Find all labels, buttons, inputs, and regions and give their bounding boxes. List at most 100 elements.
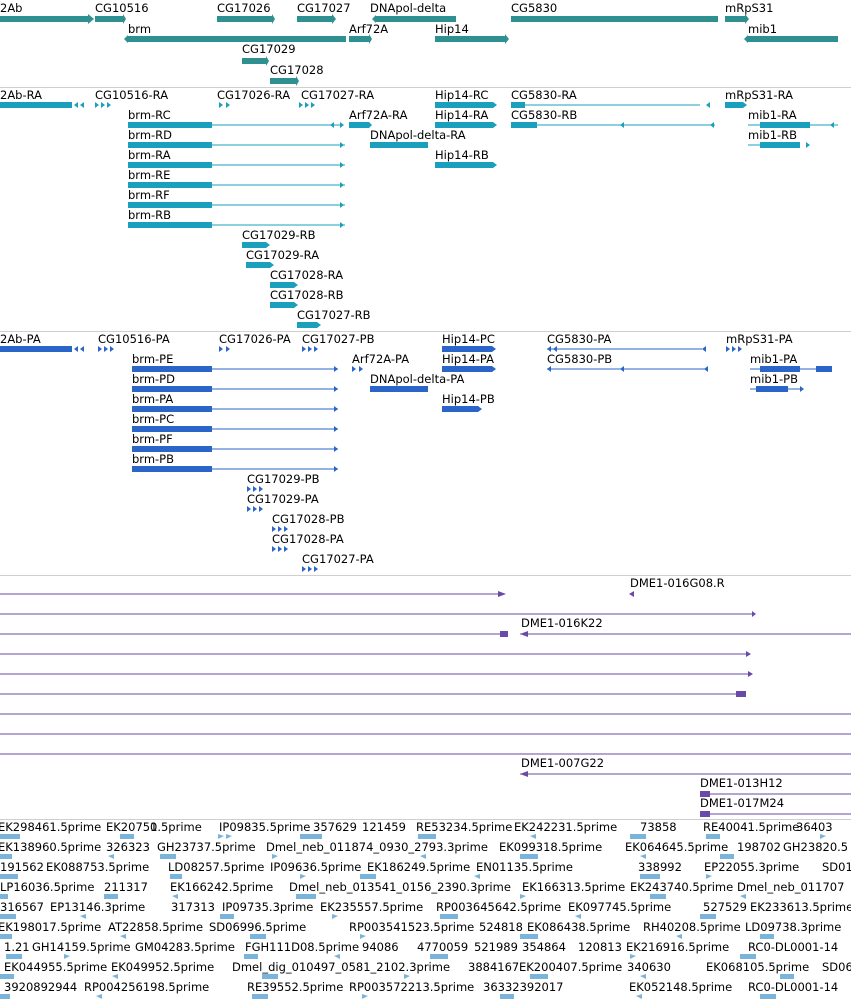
clone-label[interactable]: DME1-007G22	[521, 756, 605, 770]
est-label[interactable]: 524818	[479, 920, 523, 934]
protein-label[interactable]: CG5830-PB	[547, 352, 613, 366]
transcript-label[interactable]: Arf72A-RA	[349, 108, 408, 122]
protein-label[interactable]: mRpS31-PA	[726, 332, 793, 346]
est-label[interactable]: 527529	[703, 900, 747, 914]
est-label[interactable]: EK200407.5prime	[519, 960, 623, 974]
est-label[interactable]: RP003572213.5prime	[349, 980, 475, 994]
clone-label[interactable]: DME1-016K22	[521, 616, 603, 630]
protein-label[interactable]: mib1-PA	[750, 352, 798, 366]
est-label[interactable]: 94086	[362, 940, 399, 954]
gene-label-hip14[interactable]: Hip14	[435, 22, 469, 36]
est-label[interactable]: IP09735.3prime	[222, 900, 314, 914]
est-label[interactable]: 73858	[640, 820, 677, 834]
clone-label[interactable]: DME1-013H12	[700, 776, 783, 790]
protein-label[interactable]: brm-PF	[132, 432, 173, 446]
est-label[interactable]: LD09738.3prime	[745, 920, 842, 934]
est-label[interactable]: 198702	[737, 840, 781, 854]
est-label[interactable]: Dmel_neb_013541_0156_2390.3prime	[289, 880, 511, 894]
est-label[interactable]: EK138960.5prime	[0, 840, 102, 854]
est-label[interactable]: SD06	[822, 960, 851, 974]
gene-label-cg17027[interactable]: CG17027	[297, 1, 351, 15]
est-label[interactable]: EK049952.5prime	[111, 960, 215, 974]
est-label[interactable]: LD08257.5prime	[168, 860, 265, 874]
est-label[interactable]: 521989	[474, 940, 518, 954]
est-label[interactable]: 326323	[106, 840, 150, 854]
est-label[interactable]: 1.21	[4, 940, 30, 954]
est-label[interactable]: EK298461.5prime	[0, 820, 102, 834]
est-label[interactable]: 354864	[522, 940, 566, 954]
est-label[interactable]: AT22858.5prime	[108, 920, 204, 934]
est-label[interactable]: GM04283.5prime	[135, 940, 235, 954]
est-label[interactable]: FGH111D08.5prime	[245, 940, 360, 954]
est-label[interactable]: SD06996.5prime	[209, 920, 307, 934]
est-label[interactable]: Dmel_neb_011874_0930_2793.3prime	[266, 840, 488, 854]
gene-label-cg10516[interactable]: CG10516	[95, 1, 149, 15]
protein-label[interactable]: brm-PC	[132, 412, 175, 426]
est-label[interactable]: EK198017.5prime	[0, 920, 102, 934]
est-label[interactable]: EK166313.5prime	[522, 880, 626, 894]
est-label[interactable]: EK064645.5prime	[625, 840, 729, 854]
est-label[interactable]: 36403	[796, 820, 833, 834]
gene-label-mib1[interactable]: mib1	[748, 22, 778, 36]
est-label[interactable]: 191562	[0, 860, 44, 874]
protein-label[interactable]: CG17029-PB	[247, 472, 320, 486]
protein-label[interactable]: brm-PD	[132, 372, 175, 386]
protein-label[interactable]: CG17029-PA	[247, 492, 319, 506]
transcript-label[interactable]: brm-RE	[128, 168, 171, 182]
est-label[interactable]: EK099318.5prime	[499, 840, 603, 854]
est-label[interactable]: RP004256198.5prime	[84, 980, 210, 994]
est-label[interactable]: 121459	[362, 820, 406, 834]
est-label[interactable]: EP13146.3prime	[50, 900, 146, 914]
est-label[interactable]: RE39552.5prime	[247, 980, 344, 994]
est-label[interactable]: EN01135.5prime	[476, 860, 573, 874]
clone-label[interactable]: DME1-016G08.R	[630, 576, 725, 590]
gene-label-arf72a[interactable]: Arf72A	[349, 22, 389, 36]
est-label[interactable]: EK166242.5prime	[170, 880, 274, 894]
est-label[interactable]: IP09636.5prime	[270, 860, 362, 874]
transcript-label[interactable]: mib1-RB	[748, 128, 798, 142]
protein-label[interactable]: CG17026-PA	[219, 332, 291, 346]
gene-label-dnapol-delta[interactable]: DNApol-delta	[370, 1, 447, 15]
est-label[interactable]: EK044955.5prime	[4, 960, 108, 974]
est-label[interactable]: 317313	[171, 900, 215, 914]
est-label[interactable]: LP16036.5prime	[0, 880, 95, 894]
est-label[interactable]: Dmel_neb_011707	[737, 880, 845, 894]
est-label[interactable]: Dmel_dig_010497_0581_2102.3prime	[232, 960, 451, 974]
protein-label[interactable]: CG17028-PA	[272, 532, 344, 546]
transcript-label[interactable]: mib1-RA	[748, 108, 797, 122]
gene-label-2ab[interactable]: 2Ab	[0, 1, 23, 15]
est-label[interactable]: EK086438.5prime	[527, 920, 631, 934]
est-label[interactable]: EK243740.5prime	[630, 880, 734, 894]
est-label[interactable]: 3884167	[468, 960, 520, 974]
est-label[interactable]: 120813	[578, 940, 622, 954]
clone-label[interactable]: DME1-017M24	[700, 796, 785, 810]
transcript-label[interactable]: CG17029-RA	[246, 248, 320, 262]
est-label[interactable]: RC0-DL0001-14	[748, 980, 839, 994]
est-label[interactable]: EK052148.5prime	[629, 980, 733, 994]
transcript-label[interactable]: brm-RC	[128, 108, 171, 122]
transcript-label[interactable]: Hip14-RC	[435, 88, 489, 102]
est-label[interactable]: EP22055.3prime	[704, 860, 800, 874]
est-label[interactable]: 316567	[0, 900, 44, 914]
gene-label-cg17026[interactable]: CG17026	[217, 1, 271, 15]
gene-label-cg17029[interactable]: CG17029	[242, 42, 296, 56]
est-label[interactable]: 36332392017	[483, 980, 564, 994]
transcript-label[interactable]: DNApol-delta-RA	[370, 128, 466, 142]
est-label[interactable]: 3920892944	[4, 980, 78, 994]
transcript-label[interactable]: CG17027-RB	[297, 308, 371, 322]
est-label[interactable]: EK242231.5prime	[514, 820, 618, 834]
protein-label[interactable]: Hip14-PA	[442, 352, 494, 366]
protein-label[interactable]: 2Ab-PA	[0, 332, 41, 346]
est-label[interactable]: RP003645642.5prime	[436, 900, 562, 914]
protein-label[interactable]: CG17027-PB	[302, 332, 375, 346]
protein-label[interactable]: Arf72A-PA	[352, 352, 410, 366]
gene-label-brm[interactable]: brm	[128, 22, 152, 36]
transcript-label[interactable]: CG5830-RA	[511, 88, 577, 102]
transcript-label[interactable]: CG10516-RA	[95, 88, 169, 102]
est-label[interactable]: 0.5prime	[150, 820, 202, 834]
transcript-label[interactable]: brm-RA	[128, 148, 171, 162]
protein-label[interactable]: CG17027-PA	[302, 552, 374, 566]
est-label[interactable]: EK068105.5prime	[706, 960, 810, 974]
est-label[interactable]: GH23737.5prime	[157, 840, 256, 854]
protein-label[interactable]: CG5830-PA	[547, 332, 612, 346]
